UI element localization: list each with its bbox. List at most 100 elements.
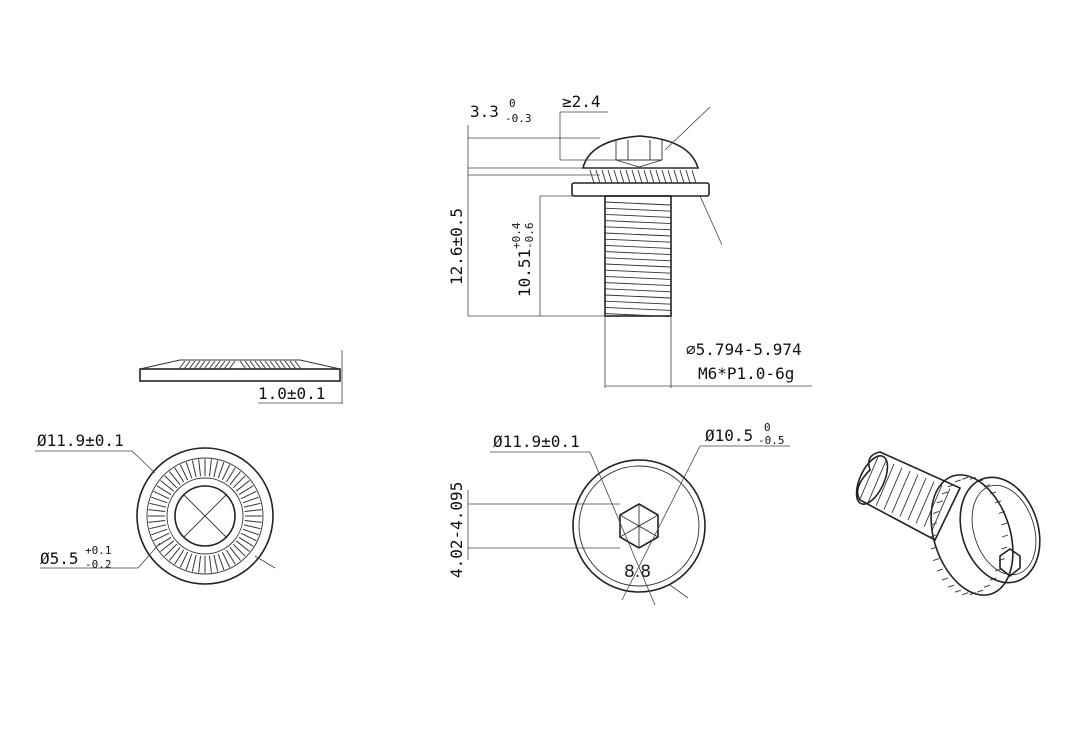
- thread-line: [604, 238, 672, 243]
- thread-line: [604, 232, 672, 237]
- head-inner-circle: [578, 465, 700, 587]
- washer-tooth: [240, 532, 257, 542]
- washer-tooth-edge: [223, 360, 231, 370]
- washer-tooth-edge: [203, 360, 211, 370]
- washer-3d-teeth: [929, 476, 1009, 596]
- washer-3d-tooth: [947, 584, 955, 588]
- washer-3d-tooth: [1001, 522, 1008, 526]
- washer-tooth-edge: [178, 360, 186, 370]
- washer-tooth-side: [649, 169, 655, 184]
- washer-tooth: [149, 502, 167, 508]
- washer-tooth: [225, 467, 236, 483]
- washer-tooth: [238, 485, 254, 496]
- washer-tooth: [164, 543, 178, 557]
- washer-tooth-side: [613, 169, 619, 184]
- thread-line: [604, 294, 672, 299]
- washer-side-body: [139, 368, 341, 382]
- head-height-upper: 0: [509, 97, 516, 110]
- thread-3d-lines: [859, 456, 951, 531]
- thread-3d-line: [883, 467, 903, 510]
- washer-tooth: [148, 509, 166, 513]
- washer-tooth-edge: [249, 360, 257, 370]
- washer-tooth-edge: [259, 360, 267, 370]
- thread-line: [604, 269, 672, 274]
- washer-tooth-side: [673, 169, 679, 184]
- head-outer-diameter-dimension: Ø11.9±0.1: [493, 432, 580, 451]
- washer-tooth-side: [685, 169, 691, 184]
- washer-tooth-edge: [188, 360, 196, 370]
- washer-tooth-side: [655, 169, 661, 184]
- thread-line: [604, 282, 672, 287]
- washer-tooth: [221, 464, 231, 481]
- washer-tooth: [244, 519, 262, 523]
- total-length-dimension: 12.6±0.5: [447, 208, 466, 285]
- captive-washer-profile: [571, 182, 710, 197]
- washer-tooth-side: [661, 169, 667, 184]
- thread-line: [604, 313, 672, 318]
- washer-tooth: [235, 480, 250, 492]
- head-diameter-lower: -0.5: [758, 434, 785, 447]
- washer-tooth: [185, 462, 193, 479]
- thread-3d-line: [899, 474, 919, 517]
- hex-socket-3d: [999, 548, 1021, 578]
- washer-tooth-edge: [198, 360, 206, 370]
- thread-line: [604, 213, 672, 218]
- washer-tooth: [191, 554, 197, 572]
- washer-tooth-edge: [254, 360, 262, 370]
- washer-side-view: 1.0±0.1: [139, 350, 343, 404]
- washer-tooth: [229, 546, 241, 561]
- thread-length-lower: -0.6: [523, 223, 536, 250]
- thread-line: [604, 300, 672, 305]
- washer-tooth: [169, 471, 181, 486]
- washer-tooth-edge: [183, 360, 191, 370]
- washer-tooth: [232, 475, 246, 489]
- washer-tooth-side: [589, 169, 595, 184]
- washer-tooth: [174, 467, 185, 483]
- washer-3d-tooth: [969, 592, 976, 596]
- washer-3d-tooth: [941, 491, 949, 495]
- washer-3d: [930, 474, 1014, 596]
- washer-3d-tooth: [954, 479, 962, 483]
- washer-tooth: [156, 485, 172, 496]
- drive-depth-dimension: ≥2.4: [562, 92, 601, 111]
- washer-tooth-side: [667, 169, 673, 184]
- washer-tooth: [149, 524, 167, 530]
- head-height-dimension: 3.3: [470, 102, 499, 121]
- washer-tooth-edge: [213, 360, 221, 370]
- thread-3d-line: [891, 470, 911, 514]
- washer-3d-tooth: [936, 568, 944, 572]
- thread-line: [604, 201, 672, 206]
- threaded-shank: [604, 195, 672, 317]
- washer-tooth-side: [643, 169, 649, 184]
- washer-radial-teeth: [148, 459, 262, 573]
- head-outer-circle: [572, 459, 706, 593]
- thread-line: [604, 306, 672, 311]
- thread-3d-line: [915, 481, 935, 524]
- washer-tooth: [244, 509, 262, 513]
- washer-3d-tooth: [962, 476, 969, 480]
- washer-outer-circle: [136, 447, 274, 585]
- washer-tooth: [198, 459, 202, 477]
- hex-size-dimension: 4.02-4.095: [447, 482, 466, 578]
- washer-inner-diameter-lower: -0.2: [85, 558, 112, 571]
- grade-marking: 8.8: [624, 562, 651, 582]
- thread-3d-line: [923, 484, 943, 528]
- washer-inner-circle: [174, 485, 236, 547]
- thread-length-upper: +0.4: [510, 222, 523, 249]
- washer-3d-tooth: [969, 476, 976, 480]
- hex-socket-profile: [615, 140, 663, 168]
- thread-line: [604, 263, 672, 268]
- washer-tooth: [153, 532, 170, 542]
- washer-inner-diameter-base: Ø5.5: [40, 549, 79, 568]
- washer-tooth: [179, 551, 189, 568]
- washer-outer-diameter-dimension: Ø11.9±0.1: [37, 431, 124, 450]
- washer-3d-tooth: [936, 500, 944, 504]
- washer-tooth-edge: [284, 360, 292, 370]
- washer-tooth-side: [625, 169, 631, 184]
- washer-tooth: [217, 462, 225, 479]
- washer-tooth: [151, 528, 168, 536]
- washer-tooth: [156, 536, 172, 547]
- head-top-view: 8.8 Ø11.9±0.1 Ø10.5 0 -0.5 4.02-4.095: [447, 421, 790, 606]
- washer-side-teeth: [178, 360, 302, 370]
